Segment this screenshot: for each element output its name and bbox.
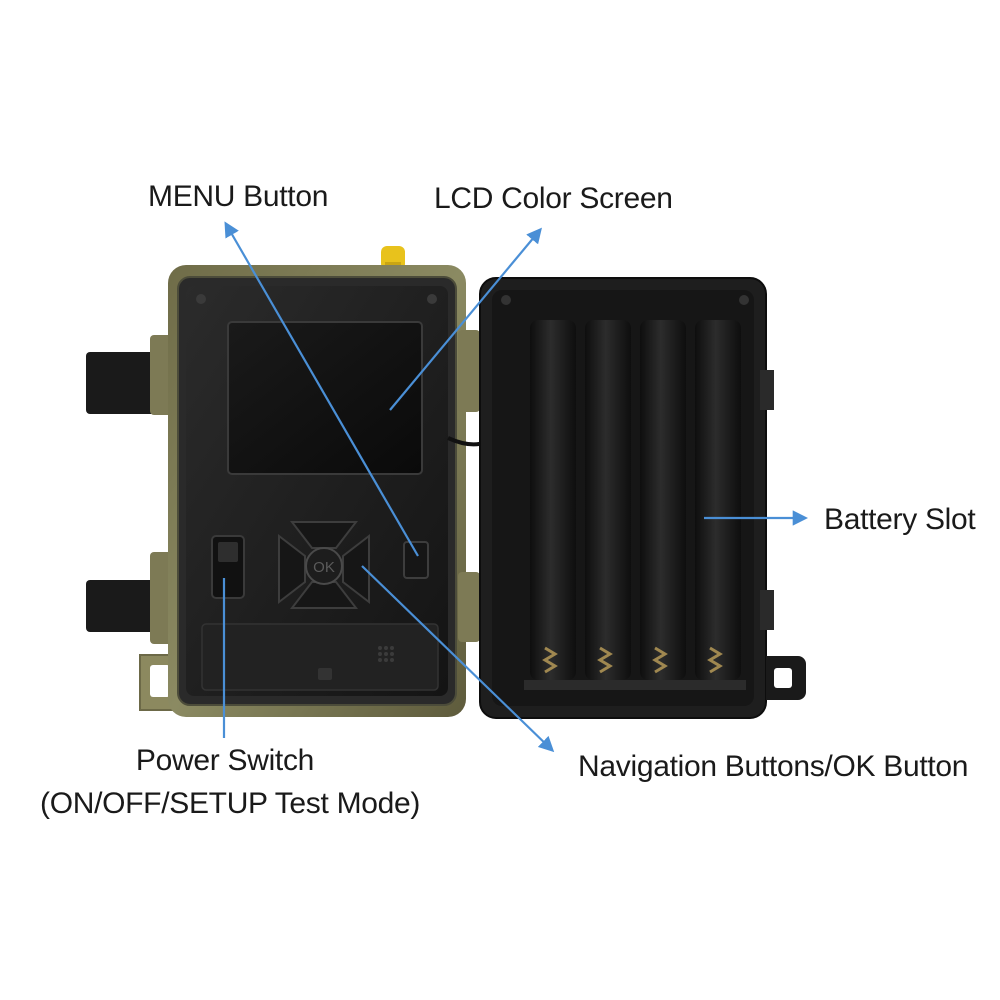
right-button[interactable] — [342, 533, 370, 605]
power-switch-modes-label: (ON/OFF/SETUP Test Mode) — [40, 787, 421, 820]
navigation-buttons-label: Navigation Buttons/OK Button — [578, 750, 969, 783]
arrow-lcd-screen — [389, 227, 542, 411]
speaker-grille-icon — [378, 646, 394, 662]
power-switch-label: Power Switch — [135, 744, 315, 777]
up-button[interactable] — [289, 521, 359, 549]
strap-lower — [86, 580, 162, 632]
ok-button-label: OK — [313, 559, 335, 576]
arrow-navigation — [361, 565, 555, 753]
menu-button-label: MENU Button — [148, 180, 329, 213]
front-lid: OK — [86, 246, 507, 717]
callout-arrows — [222, 221, 809, 753]
arrow-menu-button — [224, 221, 419, 557]
battery-slot-label: Battery Slot — [824, 503, 976, 536]
left-button[interactable] — [278, 533, 306, 605]
navigation-keypad[interactable]: OK — [278, 521, 370, 609]
lcd-screen — [227, 321, 423, 475]
battery-compartment — [479, 277, 806, 719]
strap-upper — [86, 352, 162, 414]
down-button[interactable] — [289, 581, 359, 609]
battery-slots — [524, 320, 746, 690]
lcd-screen-label: LCD Color Screen — [434, 182, 673, 215]
ok-button[interactable] — [305, 547, 343, 585]
menu-button[interactable] — [403, 541, 429, 579]
